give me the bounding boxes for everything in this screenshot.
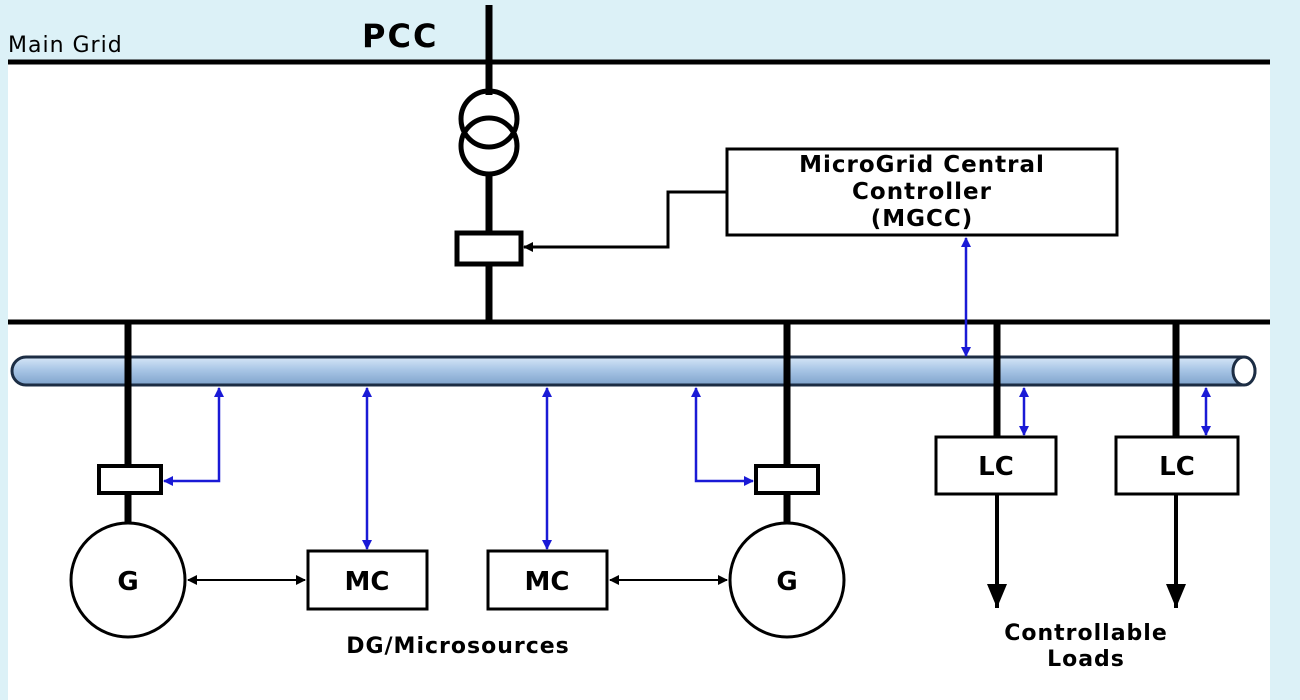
main-breaker [454, 230, 524, 267]
generator-right-label: G [776, 567, 797, 597]
mgcc-label-line1: MicroGrid Central [799, 152, 1045, 178]
mc-right: MC [486, 549, 609, 611]
mgcc-box: MicroGrid Central Controller (MGCC) [725, 147, 1119, 237]
generator-right: G [728, 521, 846, 639]
lc-right: LC [1114, 435, 1240, 496]
breaker-gen-left [97, 464, 163, 495]
comm-bus-breaker-right [691, 387, 754, 486]
mc-left-label: MC [345, 567, 390, 597]
breaker-gen-right [754, 464, 820, 495]
main-grid-label: Main Grid [8, 33, 123, 58]
generator-left: G [69, 521, 187, 639]
mgcc-label-line2: Controller [852, 179, 992, 205]
loads-caption-line2: Loads [1047, 647, 1125, 672]
generator-left-label: G [117, 567, 138, 597]
lc-right-label: LC [1159, 452, 1195, 482]
mgcc-breaker-control [523, 190, 727, 252]
comm-bus-breaker-left [163, 387, 224, 486]
lc-left-label: LC [978, 452, 1014, 482]
mc-right-label: MC [525, 567, 570, 597]
loads-caption-line1: Controllable [1004, 621, 1168, 646]
lc-left: LC [934, 435, 1058, 496]
mgcc-label-line3: (MGCC) [871, 206, 974, 232]
dg-caption: DG/Microsources [346, 634, 570, 659]
communication-bus [10, 355, 1257, 387]
mc-left: MC [306, 549, 429, 611]
pcc-label: PCC [362, 17, 438, 55]
